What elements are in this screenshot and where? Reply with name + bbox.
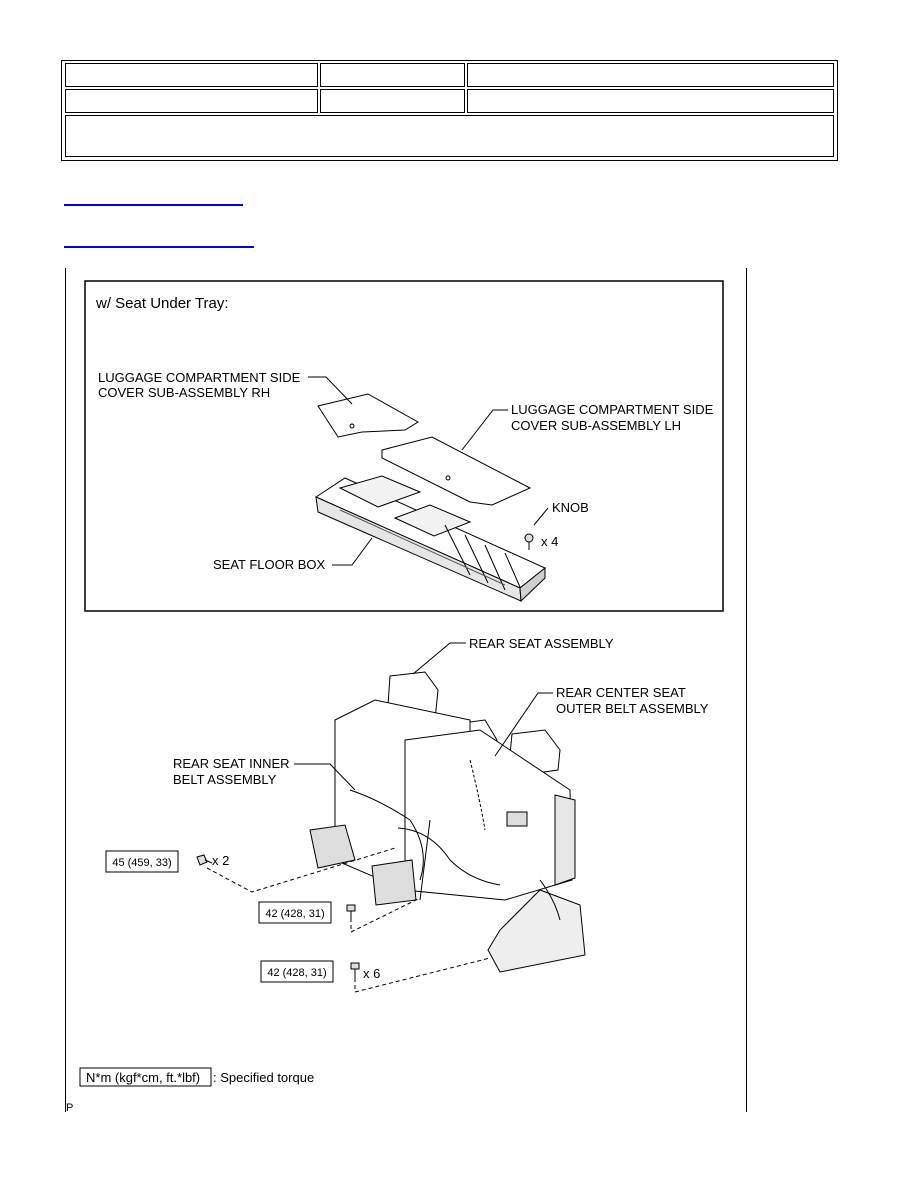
rear-center-label-2: OUTER BELT ASSEMBLY: [556, 701, 709, 716]
header-cell-r2c2: [320, 89, 465, 113]
link-2[interactable]: [64, 246, 254, 248]
torque-qty-3: x 6: [363, 966, 380, 981]
lcs-lh-label-2: COVER SUB-ASSEMBLY LH: [511, 418, 681, 433]
inset-title: w/ Seat Under Tray:: [95, 295, 229, 312]
inset-box: [84, 280, 724, 612]
header-cell-r2c3: [467, 89, 834, 113]
lcs-lh-label-1: LUGGAGE COMPARTMENT SIDE: [511, 402, 714, 417]
rear-seat-assembly-label: REAR SEAT ASSEMBLY: [469, 636, 614, 651]
figure-right-border: [746, 268, 747, 1112]
torque-value-2: 42 (428, 31): [265, 908, 324, 920]
header-cell-r1c1: [65, 63, 318, 87]
torque-value-1: 45 (459, 33): [112, 857, 171, 869]
seat-floor-box-label: SEAT FLOOR BOX: [213, 557, 326, 572]
torque-qty-1: x 2: [212, 853, 229, 868]
bolt-icon-3: [350, 962, 360, 982]
torque-box-1: [105, 850, 179, 873]
rear-seat-assembly: [309, 671, 586, 973]
link-1[interactable]: [64, 204, 243, 206]
torque-value-3: 42 (428, 31): [267, 967, 326, 979]
rear-center-label-1: REAR CENTER SEAT: [556, 685, 686, 700]
header-cell-r2c1: [65, 89, 318, 113]
bolt-icon-2: [346, 904, 356, 922]
header-cell-r1c3: [467, 63, 834, 87]
lcs-rh-label-1: LUGGAGE COMPARTMENT SIDE: [98, 370, 301, 385]
knob-qty: x 4: [541, 534, 558, 549]
corner-code: P: [66, 1102, 74, 1114]
lcs-rh-label-2: COVER SUB-ASSEMBLY RH: [98, 385, 270, 400]
header-cell-r3: [65, 115, 834, 157]
torque-box-2: [258, 901, 332, 924]
bolt-icon-1: [196, 854, 213, 866]
rear-inner-label-2: BELT ASSEMBLY: [173, 772, 277, 787]
knob-icon: [524, 533, 534, 550]
cover-lh: [381, 436, 532, 506]
torque-box-3: [260, 960, 334, 983]
legend-desc: : Specified torque: [213, 1070, 314, 1085]
rear-inner-label-1: REAR SEAT INNER: [173, 756, 290, 771]
legend-unit: N*m (kgf*cm, ft.*lbf): [86, 1070, 200, 1085]
header-cell-r1c2: [320, 63, 465, 87]
seat-floor-box: [314, 475, 546, 603]
cover-rh: [317, 393, 419, 438]
knob-label: KNOB: [552, 500, 589, 515]
header-table: [61, 60, 838, 161]
legend-box: [79, 1067, 212, 1087]
figure-left-border: [65, 268, 66, 1112]
